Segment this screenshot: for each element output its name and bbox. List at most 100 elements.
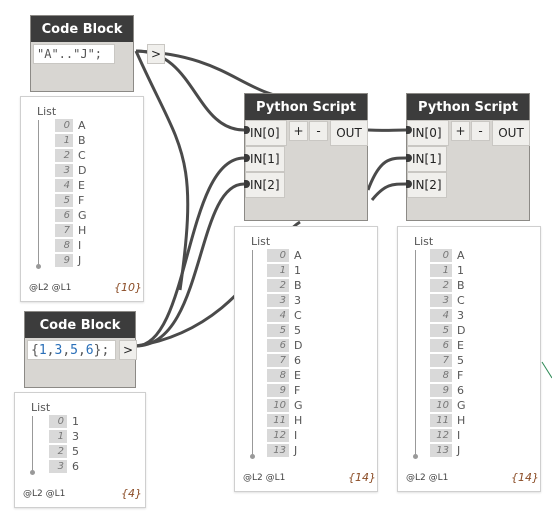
- list-item-index: 0: [267, 249, 289, 262]
- list-item-index: 4: [55, 179, 73, 192]
- list-item-value: B: [78, 134, 86, 147]
- list-item-index: 13: [267, 444, 289, 457]
- wire-python1-to-python2-in1[interactable]: [366, 156, 407, 191]
- input-port-1[interactable]: IN[1]: [407, 146, 447, 172]
- list-item-index: 1: [55, 134, 73, 147]
- list-item-value: 1: [72, 415, 79, 428]
- stray-wire-edge: [541, 361, 552, 379]
- list-item-value: 3: [294, 294, 301, 307]
- input-dot: [244, 126, 250, 134]
- list-tree-end: [36, 264, 41, 269]
- output-port[interactable]: OUT: [492, 120, 530, 146]
- node-title[interactable]: Python Script: [407, 94, 529, 120]
- list-tree-line: [252, 250, 253, 456]
- list-item-index: 8: [430, 369, 452, 382]
- list-item-value: B: [457, 279, 465, 292]
- output-port[interactable]: >: [147, 44, 165, 64]
- code-block-node[interactable]: Code Block {1,3,5,6}; >: [24, 311, 137, 388]
- list-tree-end: [250, 454, 255, 459]
- add-input-button[interactable]: +: [451, 121, 470, 141]
- list-item-value: C: [294, 309, 302, 322]
- input-port-0[interactable]: IN[0]: [245, 120, 287, 146]
- list-levels: @L2 @L1: [23, 489, 66, 499]
- list-item-value: 3: [457, 309, 464, 322]
- list-item: 12 I: [267, 428, 297, 443]
- list-item-index: 2: [55, 149, 73, 162]
- list-item-index: 6: [430, 339, 452, 352]
- node-title[interactable]: Code Block: [25, 312, 135, 338]
- input-port-2[interactable]: IN[2]: [407, 172, 447, 198]
- list-item-value: 1: [457, 264, 464, 277]
- node-title[interactable]: Python Script: [245, 94, 367, 120]
- code-number: 6: [85, 342, 94, 358]
- list-item-value: E: [294, 369, 301, 382]
- list-item-value: H: [294, 414, 303, 427]
- list-item-value: A: [457, 249, 465, 262]
- list-item-index: 3: [267, 294, 289, 307]
- list-item-index: 4: [267, 309, 289, 322]
- list-item-value: H: [78, 224, 87, 237]
- wire-codeblock2-to-python1-in2[interactable]: [135, 182, 245, 348]
- list-item-index: 9: [430, 384, 452, 397]
- output-port[interactable]: OUT: [330, 120, 368, 146]
- list-tree-line: [38, 120, 39, 266]
- remove-input-button[interactable]: -: [471, 121, 490, 141]
- list-item-value: 1: [294, 264, 301, 277]
- list-tree-end: [413, 454, 418, 459]
- python-script-node[interactable]: Python Script IN[0] IN[1] IN[2] + - OUT: [244, 93, 368, 221]
- input-port-1[interactable]: IN[1]: [245, 146, 285, 172]
- wire-codeblock2-to-python1-in1[interactable]: [135, 156, 245, 348]
- code-block-node[interactable]: Code Block "A".."J"; >: [30, 15, 165, 92]
- list-item-index: 13: [430, 444, 452, 457]
- list-item-value: I: [294, 429, 298, 442]
- code-input[interactable]: "A".."J";: [33, 44, 115, 64]
- list-count: {14}: [348, 471, 376, 484]
- output-port[interactable]: >: [119, 340, 137, 360]
- code-brace-close: };: [93, 342, 110, 358]
- remove-input-button[interactable]: -: [309, 121, 328, 141]
- wire-codeblock1-to-python1-in1[interactable]: [134, 50, 190, 291]
- input-port-0[interactable]: IN[0]: [407, 120, 449, 146]
- input-port-2[interactable]: IN[2]: [245, 172, 285, 198]
- add-input-button[interactable]: +: [289, 121, 308, 141]
- code-input[interactable]: {1,3,5,6};: [27, 340, 116, 360]
- list-item-value: F: [294, 384, 301, 397]
- list-item-index: 1: [430, 264, 452, 277]
- list-item-index: 2: [430, 279, 452, 292]
- list-item-index: 9: [267, 384, 289, 397]
- node-title[interactable]: Code Block: [31, 16, 133, 42]
- list-item-index: 12: [267, 429, 289, 442]
- list-item-value: 6: [72, 460, 79, 473]
- list-item-index: 11: [267, 414, 289, 427]
- list-header: List: [414, 235, 434, 248]
- wire-python1-to-python2-in2[interactable]: [370, 182, 407, 201]
- list-header: List: [37, 105, 57, 118]
- python-script-node[interactable]: Python Script IN[0] IN[1] IN[2] + - OUT: [406, 93, 530, 221]
- list-item-index: 0: [49, 415, 67, 428]
- list-count: {10}: [114, 281, 142, 294]
